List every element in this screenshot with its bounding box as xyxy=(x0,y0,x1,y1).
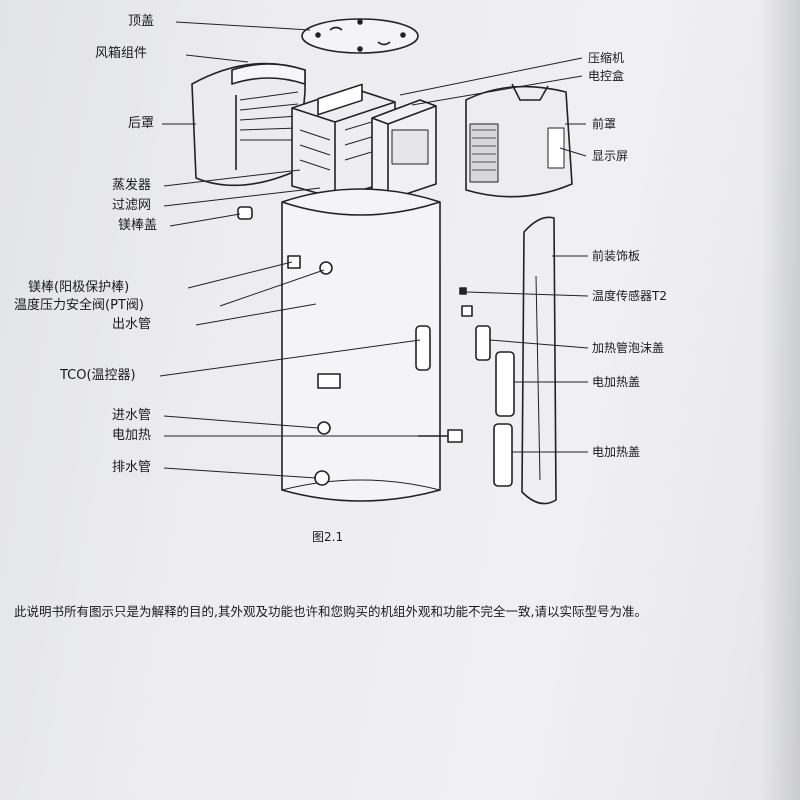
label-water-inlet: 进水管 xyxy=(112,408,152,423)
label-temp-sensor: 温度传感器T2 xyxy=(592,289,667,303)
label-filter: 过滤网 xyxy=(112,198,152,213)
label-evaporator: 蒸发器 xyxy=(112,178,152,193)
temp-sensor-part xyxy=(459,287,467,295)
front-trim-part xyxy=(521,216,557,505)
label-control-box: 电控盒 xyxy=(588,69,625,83)
label-tco: TCO(温控器) xyxy=(60,368,136,383)
heater-cover-2-part xyxy=(493,423,513,487)
front-cover-part xyxy=(465,83,573,198)
label-heater-foam-cap: 加热管泡沫盖 xyxy=(592,341,665,355)
water-tank-part xyxy=(281,188,463,502)
label-front-cover: 前罩 xyxy=(592,117,617,131)
label-electric-heater: 电加热 xyxy=(112,428,152,443)
label-rod-cap: 镁棒盖 xyxy=(118,218,158,233)
label-heater-cover-1: 电加热盖 xyxy=(592,375,641,389)
label-rear-cover: 后罩 xyxy=(128,116,155,131)
exploded-diagram xyxy=(159,18,589,505)
top-cover-part xyxy=(301,18,419,54)
label-pt-valve: 温度压力安全阀(PT阀) xyxy=(14,298,144,313)
rod-cap-part xyxy=(237,206,253,220)
label-top-cover: 顶盖 xyxy=(128,14,155,29)
label-drain: 排水管 xyxy=(112,460,152,475)
label-fan-box: 风箱组件 xyxy=(95,46,148,61)
page-fold-shadow xyxy=(760,0,800,800)
heater-foam-cap-part xyxy=(475,325,491,361)
rear-cover-part xyxy=(191,62,306,187)
label-heater-cover-2: 电加热盖 xyxy=(592,445,641,459)
control-box-part xyxy=(371,99,437,201)
label-front-trim: 前装饰板 xyxy=(592,249,641,263)
sensor-cap-part xyxy=(461,305,473,317)
label-display: 显示屏 xyxy=(592,149,629,163)
label-water-outlet: 出水管 xyxy=(112,317,152,332)
heater-cover-1-part xyxy=(495,351,515,417)
label-compressor: 压缩机 xyxy=(588,51,625,65)
disclaimer-text: 此说明书所有图示只是为解释的目的,其外观及功能也许和您购买的机组外观和功能不完全… xyxy=(14,604,647,619)
figure-caption: 图2.1 xyxy=(312,530,344,544)
leader-lines xyxy=(159,21,589,479)
label-mg-rod: 镁棒(阳极保护棒) xyxy=(28,280,130,295)
